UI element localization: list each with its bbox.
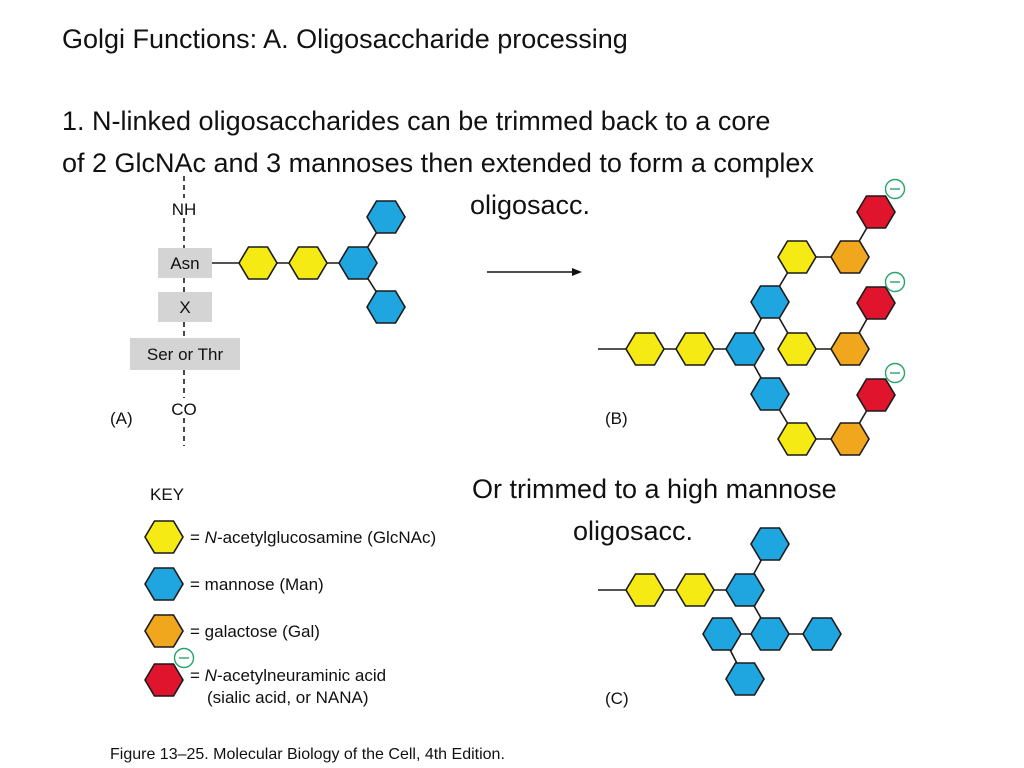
panel-c: (C) <box>598 527 842 708</box>
panel-b-label: (B) <box>605 409 628 428</box>
negative-charge-icon <box>173 647 195 669</box>
key-item-galactose: = galactose (Gal) <box>190 622 320 641</box>
mannose-key-icon <box>144 567 184 601</box>
point1-line1: 1. N-linked oligosaccharides can be trim… <box>62 106 771 136</box>
nana-hexagon <box>856 195 896 229</box>
key-item-glcnac: = N-acetylglucosamine (GlcNAc) <box>190 528 436 547</box>
key-title: KEY <box>150 485 184 504</box>
glcnac-hexagon <box>288 246 328 280</box>
backbone-nh-label: NH <box>172 200 197 219</box>
glcnac-hexagon <box>777 422 817 456</box>
key-item-nana: = N-acetylneuraminic acid <box>190 666 386 685</box>
glcnac-hexagon <box>777 240 817 274</box>
negative-charge-icon <box>884 362 906 384</box>
mannose-hexagon <box>750 617 790 651</box>
residue-asn-box <box>158 248 212 278</box>
galactose-key-icon <box>144 614 184 648</box>
mannose-hexagon <box>750 377 790 411</box>
key-item-mannose: = mannose (Man) <box>190 575 324 594</box>
galactose-hexagon <box>830 240 870 274</box>
negative-charge-icon <box>884 178 906 200</box>
key-legend: KEY = N-acetylglucosamine (GlcNAc) = man… <box>144 485 436 707</box>
residue-asn-label: Asn <box>170 254 199 273</box>
glcnac-hexagon <box>625 332 665 366</box>
slide-title: Golgi Functions: A. Oligosaccharide proc… <box>62 24 628 54</box>
point2-line2: oligosacc. <box>573 516 694 546</box>
glcnac-hexagon <box>675 573 715 607</box>
residue-ser-thr-box <box>130 338 240 370</box>
mannose-hexagon <box>725 332 765 366</box>
galactose-hexagon <box>830 422 870 456</box>
point2-line1: Or trimmed to a high mannose <box>472 474 837 504</box>
residue-x-box <box>158 292 212 322</box>
mannose-hexagon <box>725 662 765 696</box>
panel-a: NH Asn X Ser or Thr CO (A) <box>110 176 406 446</box>
panel-b: (B) <box>598 178 906 456</box>
glcnac-key-icon <box>144 520 184 554</box>
panel-c-label: (C) <box>605 689 629 708</box>
mannose-hexagon <box>802 617 842 651</box>
nana-hexagon <box>856 286 896 320</box>
mannose-hexagon <box>750 285 790 319</box>
mannose-hexagon <box>702 617 742 651</box>
mannose-hexagon <box>366 290 406 324</box>
nana-key-icon <box>144 663 184 697</box>
figure-caption: Figure 13–25. Molecular Biology of the C… <box>110 746 505 763</box>
glcnac-hexagon <box>238 246 278 280</box>
glcnac-hexagon <box>777 332 817 366</box>
mannose-hexagon <box>366 200 406 234</box>
mannose-hexagon <box>750 527 790 561</box>
residue-x-label: X <box>179 298 190 317</box>
backbone-co-label: CO <box>171 400 197 419</box>
mannose-hexagon <box>725 573 765 607</box>
nana-hexagon <box>856 378 896 412</box>
residue-ser-thr-label: Ser or Thr <box>147 345 224 364</box>
point1-line2: of 2 GlcNAc and 3 mannoses then extended… <box>62 148 814 178</box>
key-item-nana-subtext: (sialic acid, or NANA) <box>207 688 369 707</box>
mannose-hexagon <box>338 246 378 280</box>
processing-arrow <box>487 268 582 276</box>
galactose-hexagon <box>830 332 870 366</box>
point1-line3: oligosacc. <box>470 190 591 220</box>
negative-charge-icon <box>884 271 906 293</box>
glcnac-hexagon <box>675 332 715 366</box>
panel-a-label: (A) <box>110 409 133 428</box>
glcnac-hexagon <box>625 573 665 607</box>
